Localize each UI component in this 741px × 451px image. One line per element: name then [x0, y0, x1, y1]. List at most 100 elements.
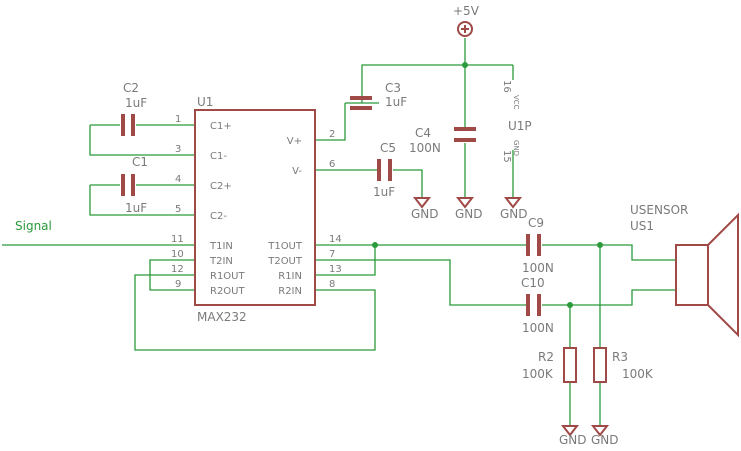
c5-ref: C5 [380, 141, 396, 155]
junction-c9-r3 [597, 242, 603, 248]
supply-5v: +5V [453, 4, 480, 37]
ultrasonic-sensor: USENSOR US1 [630, 203, 739, 338]
gnd-r2: GND [559, 425, 587, 447]
wire-left-loop [134, 259, 376, 351]
ic-body [194, 109, 316, 306]
pin-num-6: 6 [329, 159, 335, 170]
supply-5v-icon [457, 21, 473, 37]
pin-num-10: 10 [171, 249, 184, 260]
sensor-value: USENSOR [630, 203, 688, 217]
junction-5v [462, 62, 468, 68]
wire-t1out [315, 244, 676, 261]
ic-max232: U1 MAX232 C1+ C1- C2+ C2- T1IN T2IN R1OU… [171, 95, 342, 324]
sensor-ref: US1 [630, 219, 654, 233]
junction-c10-r2 [567, 302, 573, 308]
pin-label-t2in: T2IN [209, 256, 233, 267]
c10-value: 100N [522, 321, 554, 335]
pin-num-14: 14 [329, 234, 342, 245]
pin-num-8: 8 [329, 279, 335, 290]
r2-ref: R2 [538, 350, 554, 364]
capacitor-c10: C10 100N [521, 276, 554, 335]
pin-label-vp: V+ [287, 136, 302, 147]
r3-ref: R3 [612, 350, 628, 364]
pin-num-2: 2 [329, 129, 335, 140]
u1p-gnd-label: GND [512, 140, 520, 156]
speaker-body [675, 244, 709, 306]
wire-t2out [315, 259, 676, 306]
gnd-icon [412, 197, 432, 209]
wire-c1-loop [89, 184, 195, 216]
pin-num-13: 13 [329, 264, 342, 275]
wire-r1in [315, 245, 376, 276]
speaker-icon [707, 212, 739, 338]
pin-num-12: 12 [171, 264, 184, 275]
pin-label-r2out: R2OUT [210, 286, 246, 297]
c9-ref: C9 [528, 216, 544, 230]
capacitor-c2: C2 1uF [121, 81, 147, 136]
gnd-icon [590, 425, 610, 437]
wire-vplus [315, 64, 513, 141]
ic-ref: U1 [197, 95, 213, 109]
gnd-r3: GND [590, 425, 619, 447]
capacitor-c3: C3 1uF [350, 81, 407, 110]
capacitor-c1: C1 1uF [121, 155, 148, 215]
pin-label-c1p: C1+ [210, 121, 232, 132]
wire-5v-down [464, 38, 514, 198]
u1p-vcc-pin: 16 [501, 80, 512, 93]
c10-ref: C10 [521, 276, 545, 290]
c3-ref: C3 [385, 81, 401, 95]
supply-5v-label: +5V [453, 4, 480, 18]
ic-value: MAX232 [197, 310, 247, 324]
pin-label-r2in: R2IN [278, 286, 302, 297]
net-label-signal: Signal [15, 219, 52, 233]
pin-label-t2out: T2OUT [267, 256, 303, 267]
pin-label-r1in: R1IN [278, 271, 302, 282]
pin-num-4: 4 [175, 174, 181, 185]
u1p-vcc-label: VCC [512, 95, 520, 110]
gnd-icon [560, 425, 580, 437]
pin-label-t1out: T1OUT [267, 241, 303, 252]
pin-num-5: 5 [175, 204, 181, 215]
pin-label-c2m: C2- [210, 211, 227, 222]
pin-label-c2p: C2+ [210, 181, 232, 192]
capacitor-c4: C4 100N [409, 126, 476, 155]
c1-ref: C1 [132, 155, 148, 169]
pin-num-1: 1 [175, 114, 181, 125]
pin-num-9: 9 [175, 279, 181, 290]
pin-label-vm: V- [292, 166, 302, 177]
junction-t1out [372, 242, 378, 248]
c2-ref: C2 [123, 81, 139, 95]
c4-ref: C4 [415, 126, 431, 140]
r2-value: 100K [522, 367, 554, 381]
u1p-ref: U1P [508, 119, 532, 133]
capacitor-c5: C5 1uF [373, 141, 396, 199]
gnd-c5: GND [411, 197, 439, 221]
gnd-u1p: GND [500, 197, 528, 221]
pin-num-7: 7 [329, 249, 335, 260]
c5-value: 1uF [373, 185, 395, 199]
gnd-label: GND [500, 207, 528, 221]
gnd-c4: GND [455, 197, 483, 221]
resistor-r2: R2 100K [522, 347, 577, 383]
pin-num-3: 3 [175, 144, 181, 155]
c9-value: 100N [522, 261, 554, 275]
u1p-gnd-pin: 15 [501, 150, 512, 163]
c2-value: 1uF [125, 96, 147, 110]
c4-value: 100N [409, 141, 441, 155]
gnd-label: GND [411, 207, 439, 221]
pin-label-c1m: C1- [210, 151, 227, 162]
pin-label-r1out: R1OUT [210, 271, 246, 282]
wires [2, 38, 676, 426]
gnd-icon [503, 197, 523, 209]
capacitor-c9: C9 100N [522, 216, 554, 275]
gnd-icon [455, 197, 475, 209]
ic-power-pins: 16 VCC U1P 15 GND [501, 80, 532, 163]
junctions [372, 62, 603, 308]
wire-c2-loop [89, 124, 195, 156]
pin-label-t1in: T1IN [209, 241, 233, 252]
wire-vminus [315, 169, 423, 198]
gnd-label: GND [559, 433, 587, 447]
c1-value: 1uF [125, 201, 147, 215]
pin-num-11: 11 [171, 234, 184, 245]
